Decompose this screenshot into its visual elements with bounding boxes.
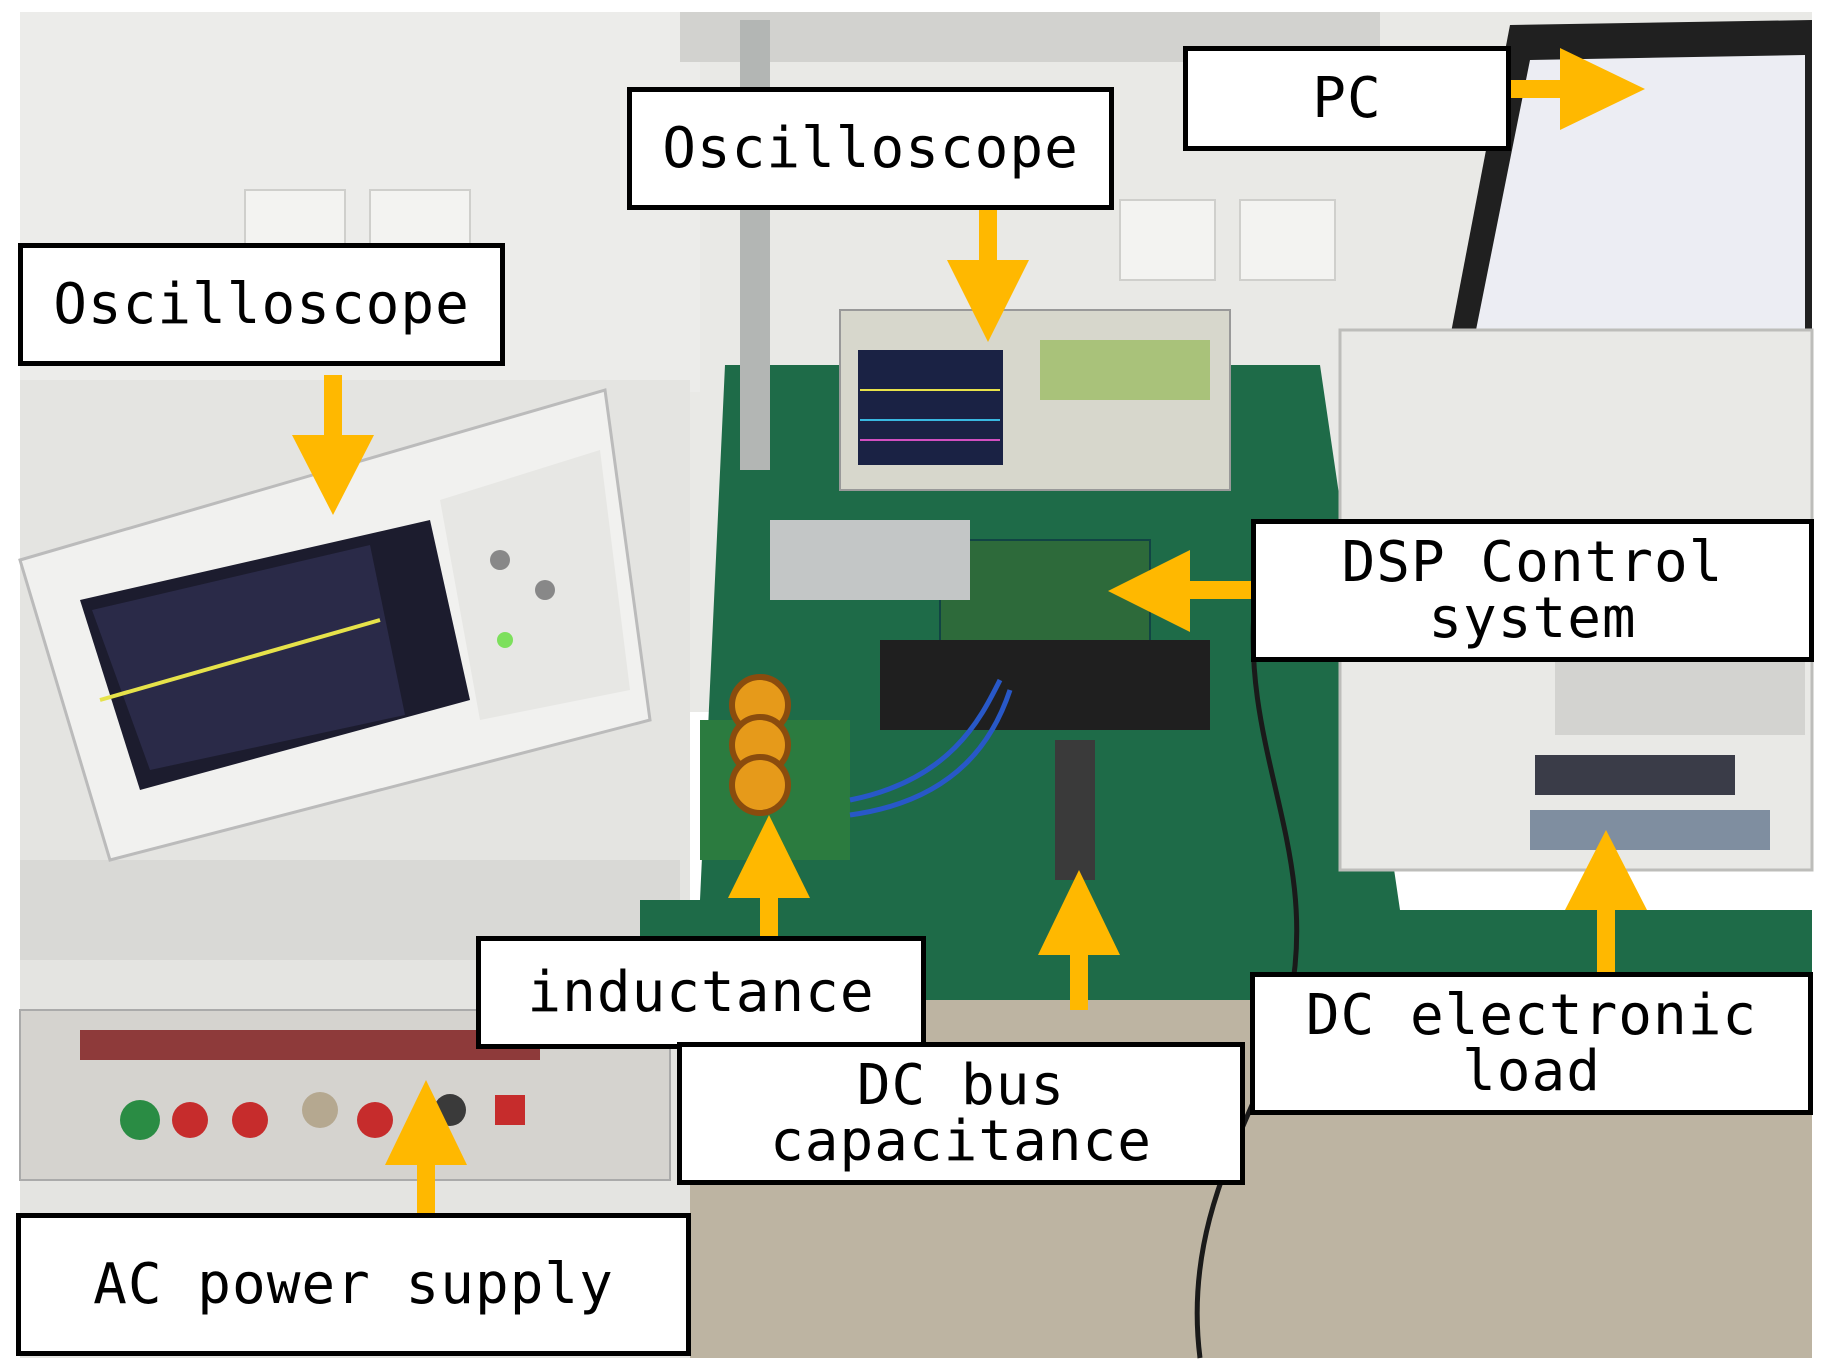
label-line: DSP Control xyxy=(1341,529,1724,595)
label-line: inductance xyxy=(527,959,875,1025)
left-oscilloscope-panel xyxy=(440,450,630,720)
ac-knob xyxy=(172,1102,208,1138)
center-oscilloscope-screen xyxy=(858,350,1003,465)
blue-wires xyxy=(849,678,1003,803)
ac-knob xyxy=(357,1102,393,1138)
label-oscilloscope-left: Oscilloscope xyxy=(18,243,505,366)
arrow-head xyxy=(947,260,1029,342)
arrow-shaft xyxy=(1180,581,1260,599)
ac-switch xyxy=(495,1095,525,1125)
arrow-shaft xyxy=(1500,80,1570,98)
toroid-inductor xyxy=(729,754,791,816)
arrow-shaft xyxy=(979,200,997,270)
annotation-arrows xyxy=(292,48,1647,1217)
label-ac-power-supply: AC power supply xyxy=(16,1213,691,1356)
blue-wires xyxy=(849,689,1013,818)
label-line: Oscilloscope xyxy=(53,271,470,337)
ac-knob xyxy=(232,1102,268,1138)
arrow-head xyxy=(1038,870,1120,955)
label-line: Oscilloscope xyxy=(662,115,1079,181)
ac-knob xyxy=(120,1100,160,1140)
left-osc-led xyxy=(497,632,513,648)
power-supply-module xyxy=(770,520,970,600)
arrow-shaft xyxy=(417,1155,435,1217)
left-oscilloscope-trace xyxy=(99,618,381,702)
arrow-shaft xyxy=(1597,900,1615,972)
laptop-screen xyxy=(1475,55,1805,335)
arrow-head xyxy=(728,815,810,898)
arrow-shaft xyxy=(760,890,778,942)
dc-load-display xyxy=(1535,755,1735,795)
dc-load-buttons xyxy=(1530,810,1770,850)
wall-socket xyxy=(1119,199,1216,281)
arrow-shaft xyxy=(324,375,342,445)
left-osc-knob xyxy=(490,550,510,570)
label-line: AC power supply xyxy=(93,1251,614,1317)
label-oscilloscope-center: Oscilloscope xyxy=(627,87,1114,210)
arrow-head xyxy=(1108,550,1190,632)
ac-power-source-display xyxy=(80,1030,540,1060)
arrow-shaft xyxy=(1070,945,1088,1010)
arrow-head xyxy=(292,435,374,515)
label-line: load xyxy=(1462,1038,1601,1104)
label-line: capacitance xyxy=(770,1108,1152,1174)
arrow-head xyxy=(385,1080,467,1165)
dc-bus-capacitors xyxy=(1055,740,1095,880)
label-dc-bus-capacitance: DC bus capacitance xyxy=(677,1042,1245,1185)
label-dsp-control-system: DSP Control system xyxy=(1251,519,1814,662)
arrow-head xyxy=(1565,830,1647,910)
center-osc-buttons xyxy=(1040,340,1210,400)
label-inductance: inductance xyxy=(476,936,926,1049)
label-line: DC electronic xyxy=(1305,982,1758,1048)
left-osc-knob xyxy=(535,580,555,600)
label-line: DC bus xyxy=(856,1052,1066,1118)
label-dc-electronic-load: DC electronic load xyxy=(1250,972,1813,1115)
arrow-head xyxy=(1560,48,1645,130)
ac-knob xyxy=(302,1092,338,1128)
label-line: PC xyxy=(1312,65,1382,131)
label-line: system xyxy=(1428,585,1637,651)
dsp-mother-board xyxy=(880,640,1210,730)
label-pc: PC xyxy=(1183,46,1511,151)
wall-socket xyxy=(1239,199,1336,281)
